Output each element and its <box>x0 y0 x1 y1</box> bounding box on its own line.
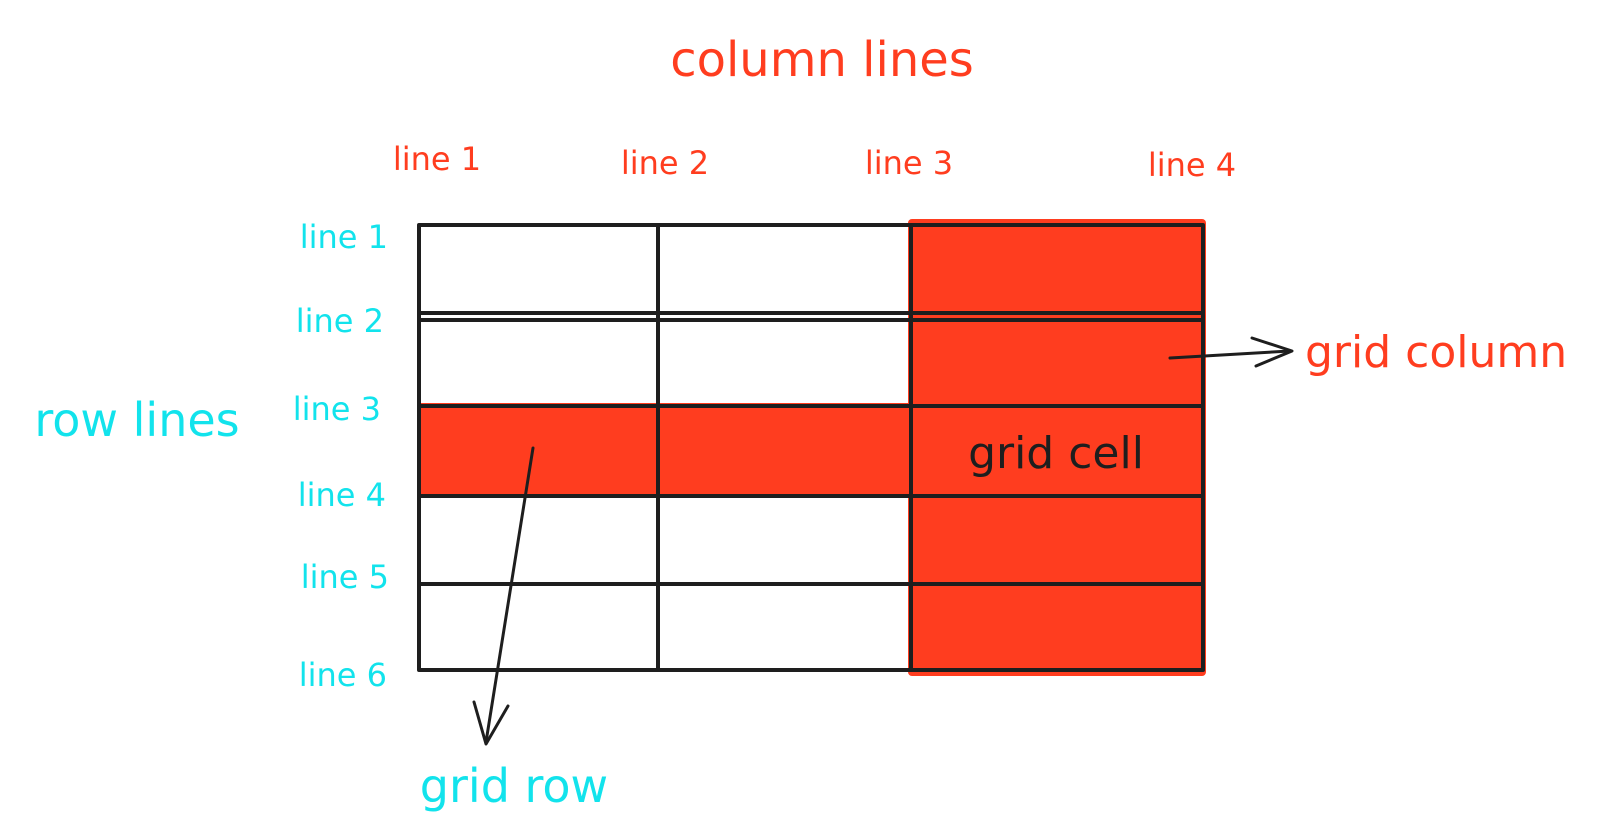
grid-cell-label: grid cell <box>968 428 1144 479</box>
column-line-4-label: line 4 <box>1148 146 1236 184</box>
grid-column-highlight <box>908 219 1206 676</box>
row-line-5-label: line 5 <box>301 558 389 596</box>
column-line-3-label: line 3 <box>865 144 953 182</box>
grid-column-label: grid column <box>1305 327 1567 378</box>
column-line-1-label: line 1 <box>393 140 481 178</box>
grid-row-label: grid row <box>420 759 608 813</box>
row-line-4-label: line 4 <box>298 476 386 514</box>
grid-row-arrow <box>472 446 535 746</box>
column-line-2-label: line 2 <box>621 144 709 182</box>
grid-column-arrow <box>1168 336 1294 368</box>
row-line-1-label: line 1 <box>300 218 388 256</box>
row-lines-title: row lines <box>34 393 239 447</box>
grid-lines <box>417 223 1205 672</box>
grid-row-highlight <box>419 403 914 498</box>
column-lines-title: column lines <box>670 32 974 88</box>
row-line-6-label: line 6 <box>299 656 387 694</box>
row-line-3-label: line 3 <box>293 390 381 428</box>
grid-outline <box>417 223 1205 672</box>
row-line-2-label: line 2 <box>296 302 384 340</box>
